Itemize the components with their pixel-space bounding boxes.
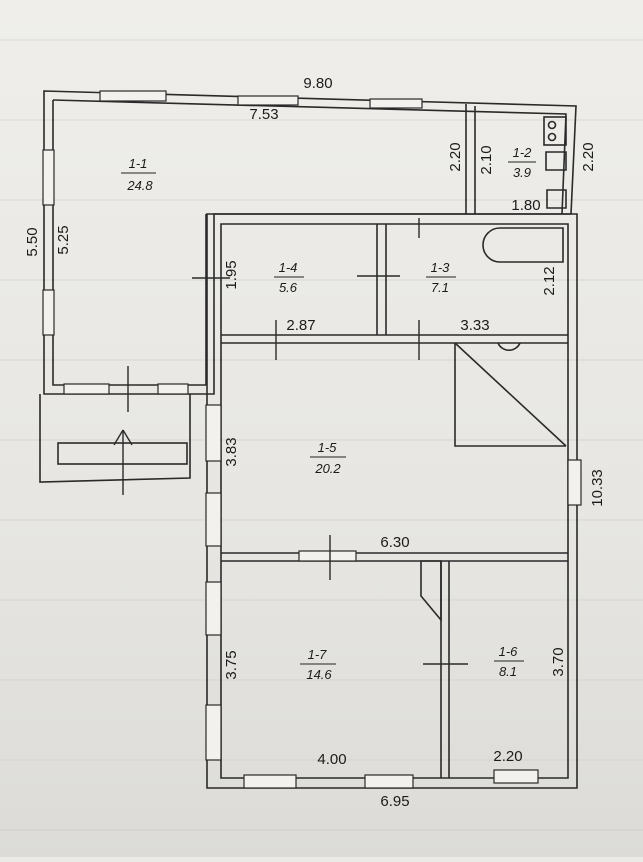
dim-1-2-left: 2.20	[447, 142, 464, 171]
room-1-1-id: 1-1	[129, 156, 148, 171]
dim-1-1-height: 5.25	[55, 225, 72, 254]
dim-1-6-height: 3.70	[550, 647, 567, 676]
room-1-4-area: 5.6	[279, 280, 298, 295]
dim-1-1-width: 7.53	[249, 106, 278, 123]
dim-overall-right: 10.33	[589, 469, 606, 507]
room-labels: 1-1 24.8 1-2 3.9 1-3 7.1 1-4 5.6 1-5 20.…	[121, 145, 536, 682]
dim-1-7-height: 3.75	[223, 650, 240, 679]
door-markers	[113, 218, 468, 665]
room-1-5-id: 1-5	[318, 440, 338, 455]
dim-1-5-height: 3.83	[223, 437, 240, 466]
room-1-7-area: 14.6	[306, 667, 332, 682]
paper-grid	[0, 39, 643, 831]
dim-1-7-width: 4.00	[317, 751, 346, 768]
room-1-7-id: 1-7	[308, 647, 328, 662]
dim-1-3-width: 3.33	[460, 317, 489, 334]
room-1-4-id: 1-4	[279, 260, 298, 275]
room-1-6-id: 1-6	[499, 644, 519, 659]
dim-1-2-inner: 2.10	[478, 145, 495, 174]
dim-1-6-width: 2.20	[493, 748, 522, 765]
room-1-2-area: 3.9	[513, 165, 531, 180]
room-1-2-id: 1-2	[513, 145, 533, 160]
dim-1-2-width: 1.80	[511, 197, 540, 214]
room-1-5-area: 20.2	[314, 461, 341, 476]
dim-1-4-height: 1.95	[223, 260, 240, 289]
dim-1-5-width: 6.30	[380, 534, 409, 551]
room-1-6-area: 8.1	[499, 664, 517, 679]
dim-overall-left: 5.50	[24, 227, 41, 256]
dim-overall-top: 9.80	[303, 75, 332, 92]
room-1-3-id: 1-3	[431, 260, 451, 275]
windows	[42, 90, 582, 789]
dim-1-2-right: 2.20	[580, 142, 597, 171]
dim-1-4-width: 2.87	[286, 317, 315, 334]
room-1-3-area: 7.1	[431, 280, 449, 295]
dimension-labels: 9.80 7.53 5.50 5.25 2.20 2.10 2.20 1.80 …	[24, 75, 606, 810]
dim-overall-bottom: 6.95	[380, 793, 409, 810]
dim-1-3-height: 2.12	[541, 266, 558, 295]
room-1-1-area: 24.8	[126, 178, 153, 193]
